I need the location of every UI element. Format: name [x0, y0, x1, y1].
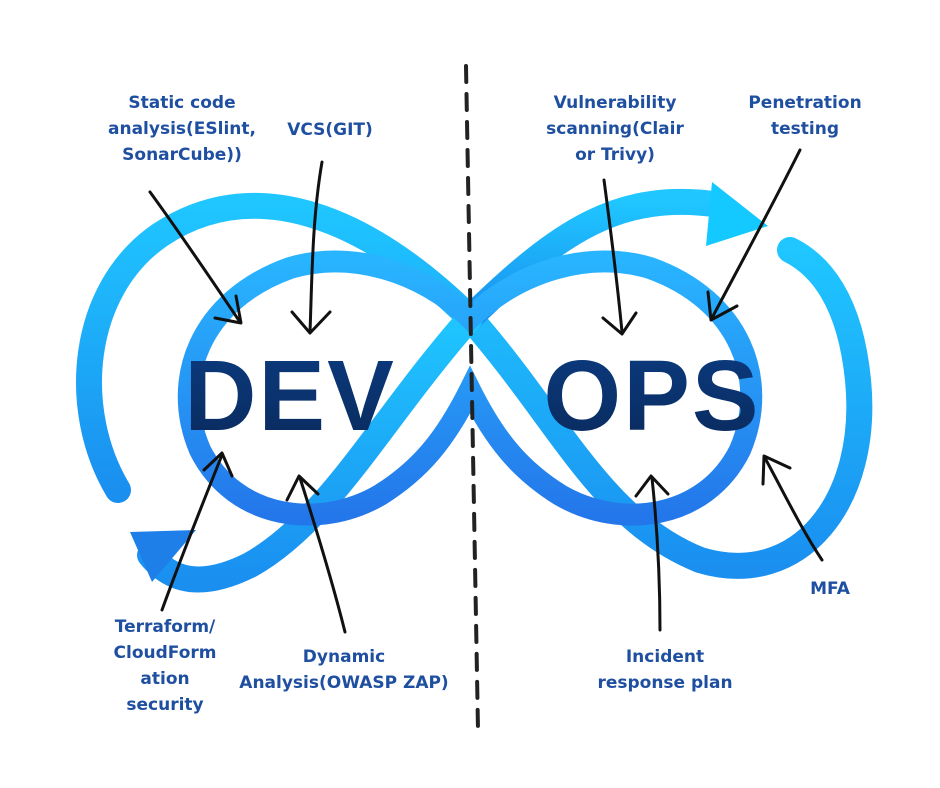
arrow-head-top-right — [706, 182, 768, 246]
arrow-static-code — [148, 190, 242, 324]
ops-title: OPS — [543, 340, 760, 452]
label-mfa: MFA — [790, 576, 870, 602]
label-penetration-testing: Penetration testing — [730, 90, 880, 142]
arrow-incident — [650, 476, 662, 632]
label-dynamic-analysis: Dynamic Analysis(OWASP ZAP) — [228, 644, 460, 696]
label-line: CloudForm — [113, 643, 217, 663]
arrow-dynamic-head — [285, 474, 320, 502]
dev-title: DEV — [184, 340, 396, 452]
label-vcs: VCS(GIT) — [270, 117, 390, 143]
outer-loop-cross — [457, 237, 873, 579]
arrow-vuln — [602, 178, 624, 334]
label-line: Incident — [625, 647, 705, 667]
outer-loop-left — [76, 192, 483, 503]
label-line: security — [126, 695, 204, 715]
label-line: VCS(GIT) — [287, 120, 373, 140]
label-vulnerability-scanning: Vulnerability scanning(Clair or Trivy) — [530, 90, 700, 168]
pointer-arrows — [148, 148, 824, 634]
label-line: Penetration — [748, 93, 862, 113]
label-line: testing — [771, 119, 839, 139]
label-line: Analysis(OWASP ZAP) — [239, 673, 449, 693]
label-line: or Trivy) — [575, 145, 655, 165]
label-line: Static code — [128, 93, 236, 113]
arrow-incident-head — [634, 474, 670, 498]
label-static-code-analysis: Static code analysis(ESlint, SonarCube)) — [92, 90, 272, 168]
label-line: analysis(ESlint, — [108, 119, 256, 139]
label-line: Terraform/ — [114, 617, 216, 637]
arrow-head-bottom-left — [130, 530, 196, 582]
arrow-terraform-head — [202, 451, 234, 478]
label-line: response plan — [597, 673, 733, 693]
outer-loop-bottom-left — [137, 305, 483, 593]
label-line: scanning(Clair — [546, 119, 684, 139]
arrow-mfa-head — [761, 454, 792, 486]
arrow-vcs — [308, 160, 324, 334]
label-line: MFA — [810, 579, 850, 599]
arrow-pentest — [710, 148, 802, 320]
arrow-vuln-head — [601, 311, 638, 336]
arrow-mfa — [763, 456, 824, 562]
arrow-static-code-head — [213, 294, 243, 325]
label-line: SonarCube)) — [122, 145, 242, 165]
arrow-dynamic — [298, 476, 347, 634]
label-terraform: Terraform/ CloudForm ation security — [90, 614, 240, 718]
arrow-terraform — [160, 453, 224, 612]
label-incident-response: Incident response plan — [580, 644, 750, 696]
label-line: Vulnerability — [553, 93, 677, 113]
dev-ops-divider — [464, 64, 480, 732]
arrow-pentest-head — [706, 290, 739, 322]
arrow-vcs-head — [290, 310, 332, 335]
label-line: ation — [140, 669, 190, 689]
label-line: Dynamic — [302, 647, 386, 667]
